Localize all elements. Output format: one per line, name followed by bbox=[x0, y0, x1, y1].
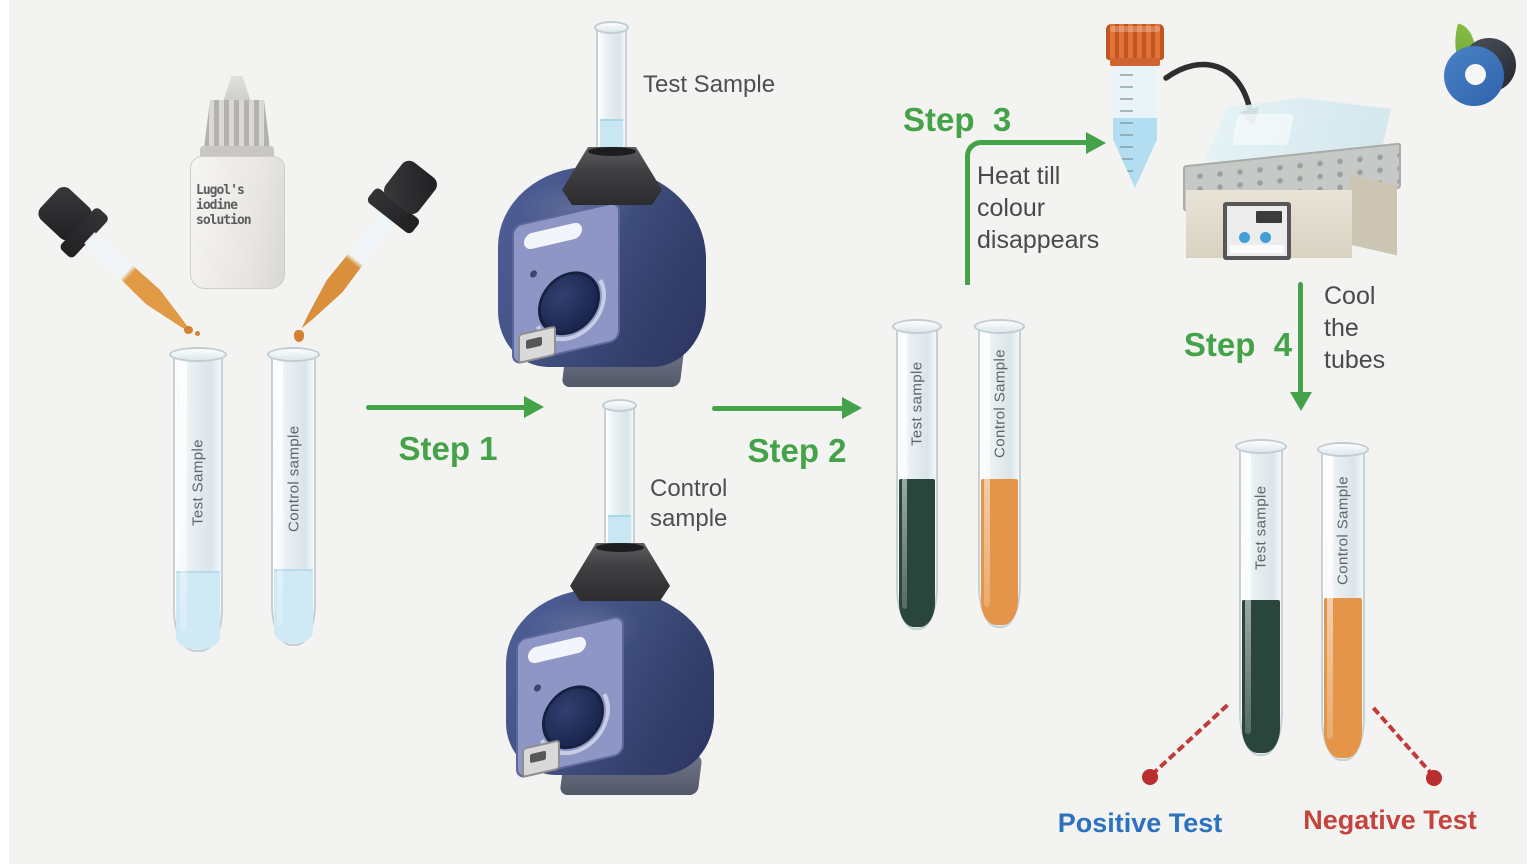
mixer-label-plate bbox=[528, 635, 586, 665]
iodine-drop bbox=[195, 331, 200, 336]
step4-label: Step 4 bbox=[1183, 326, 1293, 363]
tube-rim bbox=[1317, 442, 1369, 457]
mixer-control-panel bbox=[516, 614, 624, 780]
mixer-tube bbox=[602, 399, 637, 565]
tube-label: Test sample bbox=[1252, 485, 1270, 571]
dashed-connector-positive bbox=[1150, 703, 1229, 777]
tube-label: Test Sample bbox=[189, 439, 207, 526]
iodine-drop bbox=[184, 326, 193, 334]
bottle-dropper-tip bbox=[223, 76, 251, 102]
mixer-label-plate bbox=[524, 221, 582, 251]
tube-rim bbox=[602, 399, 637, 412]
connector-dot bbox=[1142, 769, 1158, 785]
mixer-led bbox=[534, 683, 541, 693]
water-bath-panel-face bbox=[1227, 206, 1287, 256]
step1-label: Step 1 bbox=[398, 430, 498, 467]
mixer-cup-head bbox=[570, 543, 670, 601]
mixer-control-panel bbox=[512, 200, 620, 366]
bottle-neck-ring bbox=[200, 146, 274, 158]
tube-highlight bbox=[1245, 453, 1251, 735]
tube-highlight bbox=[984, 333, 990, 607]
step4-arrow bbox=[1298, 282, 1303, 394]
brand-logo-icon bbox=[1438, 23, 1516, 108]
dropper-pipette bbox=[83, 230, 199, 340]
falcon-tube bbox=[1106, 24, 1164, 190]
tube-label: Control Sample bbox=[991, 349, 1008, 459]
iodine-drop bbox=[294, 330, 304, 342]
water-bath-panel-strip bbox=[1230, 245, 1284, 253]
tube-rim bbox=[267, 347, 320, 362]
tube-final-test-sample: Test sample bbox=[1235, 439, 1287, 756]
tube-highlight bbox=[901, 333, 908, 609]
tube-rim bbox=[974, 319, 1025, 334]
water-bath bbox=[1183, 98, 1401, 262]
tube-rim bbox=[892, 319, 942, 334]
heat-note: Heat till colour disappears bbox=[977, 162, 1100, 254]
bottle-body: Lugol's iodine solution bbox=[190, 156, 285, 289]
water-bath-control-panel bbox=[1223, 202, 1291, 260]
tube-step2-control-sample: Control Sample bbox=[974, 319, 1025, 628]
tube-rim bbox=[1235, 439, 1287, 454]
falcon-graduations bbox=[1120, 74, 1133, 174]
negative-test-label: Negative Test bbox=[1303, 805, 1477, 835]
falcon-cap-flange bbox=[1110, 58, 1160, 66]
left-margin bbox=[0, 0, 9, 864]
tube-label: Test sample bbox=[908, 361, 926, 447]
logo-center-hole bbox=[1465, 64, 1486, 85]
water-bath-button bbox=[1260, 232, 1271, 243]
right-margin bbox=[1527, 0, 1536, 864]
step1-arrowhead bbox=[524, 396, 544, 418]
tube-rim bbox=[169, 347, 227, 362]
positive-test-label: Positive Test bbox=[1057, 808, 1223, 838]
mixer1-caption: Test Sample bbox=[643, 71, 776, 98]
step2-label: Step 2 bbox=[747, 432, 847, 469]
tube-step2-test-sample: Test sample bbox=[892, 319, 942, 630]
tube-highlight bbox=[1327, 456, 1333, 739]
tube-rim bbox=[594, 21, 629, 34]
dropper-right bbox=[270, 129, 468, 355]
connector-dot bbox=[1426, 770, 1442, 786]
tube-label: Control sample bbox=[285, 425, 302, 533]
vortex-mixer-control-sample bbox=[500, 399, 730, 803]
water-bath-button bbox=[1239, 232, 1250, 243]
bottle-label: Lugol's iodine solution bbox=[196, 183, 252, 228]
water-bath-side bbox=[1350, 174, 1397, 256]
step3-elbow-arrow bbox=[965, 140, 1096, 285]
tube-initial-test-sample: Test Sample bbox=[169, 347, 227, 652]
mixer2-caption: Control sample bbox=[650, 475, 728, 532]
step2-arrow bbox=[712, 406, 844, 411]
lugols-iodine-bottle: Lugol's iodine solution bbox=[190, 76, 285, 289]
tube-initial-control-sample: Control sample bbox=[267, 347, 320, 646]
step4-arrowhead bbox=[1290, 392, 1312, 411]
step3-arrowhead bbox=[1086, 132, 1106, 154]
falcon-cap bbox=[1106, 24, 1164, 60]
cool-note: Cool the tubes bbox=[1324, 282, 1386, 374]
tube-label: Control Sample bbox=[1334, 476, 1352, 586]
tube-highlight bbox=[180, 361, 187, 631]
dashed-connector-negative bbox=[1371, 706, 1436, 778]
step2-arrowhead bbox=[842, 397, 862, 419]
step1-arrow bbox=[366, 405, 526, 410]
tube-highlight bbox=[277, 360, 284, 626]
dropper-pipette bbox=[294, 210, 397, 334]
tube-final-control-sample: Control Sample bbox=[1317, 442, 1369, 761]
bottle-cap bbox=[204, 100, 270, 148]
water-bath-display bbox=[1256, 211, 1282, 223]
step3-label: Step 3 bbox=[903, 101, 1012, 138]
vortex-mixer-test-sample bbox=[492, 21, 722, 425]
falcon-body bbox=[1113, 66, 1157, 188]
mixer-led bbox=[530, 269, 537, 279]
mixer-cup-head bbox=[562, 147, 662, 205]
